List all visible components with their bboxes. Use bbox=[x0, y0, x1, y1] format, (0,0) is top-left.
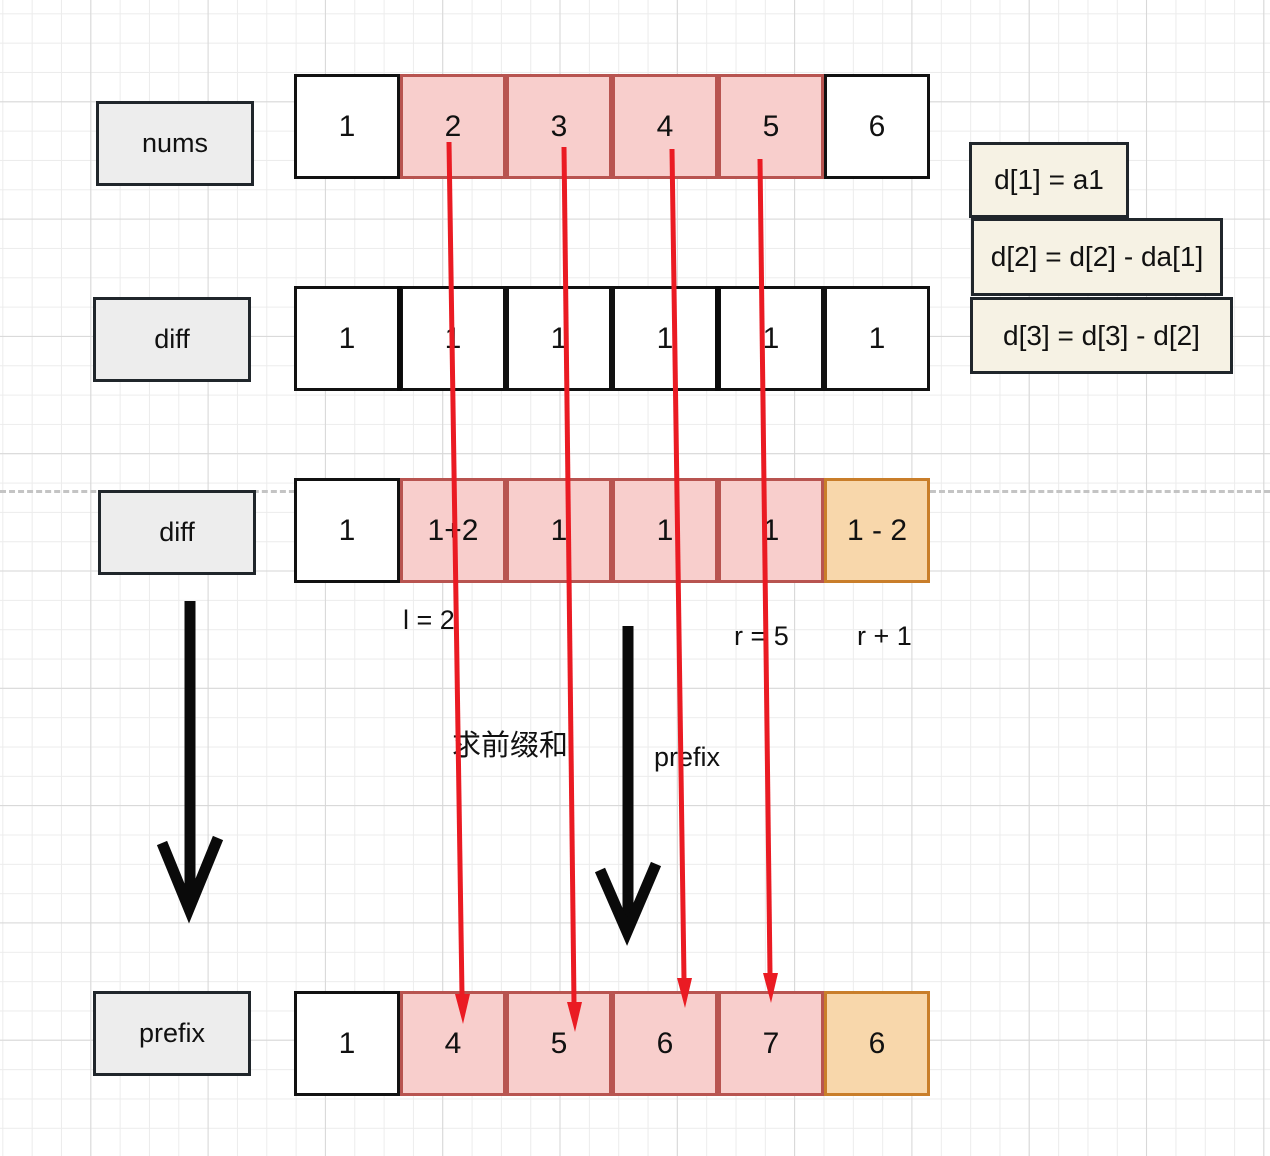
prefix-array: 1 4 5 6 7 6 bbox=[294, 991, 930, 1096]
range-boundary-tick-right bbox=[715, 286, 720, 391]
formula-note-3: d[3] = d[3] - d[2] bbox=[970, 297, 1233, 374]
diff-updated-cell-4: 1 bbox=[612, 478, 718, 583]
range-boundary-tick-left bbox=[397, 286, 402, 391]
prefix-annotation: prefix bbox=[654, 742, 721, 772]
nums-cell-6: 6 bbox=[824, 74, 930, 179]
diff-cell-3: 1 bbox=[506, 286, 612, 391]
l-annotation: l = 2 bbox=[403, 605, 455, 635]
prefix-cell-2: 4 bbox=[400, 991, 506, 1096]
diff-cell-5: 1 bbox=[718, 286, 824, 391]
prefix-sum-chinese-text: 求前缀和 bbox=[452, 730, 569, 762]
diff-cell-4: 1 bbox=[612, 286, 718, 391]
diff-array: 1 1 1 1 1 1 bbox=[294, 286, 930, 391]
prefix-cell-4: 6 bbox=[612, 991, 718, 1096]
black-arrowhead-middle-icon bbox=[594, 861, 662, 946]
r-annotation: r = 5 bbox=[734, 621, 789, 651]
diff-cell-6: 1 bbox=[824, 286, 930, 391]
diff-row-label: diff bbox=[93, 297, 251, 382]
r-plus-1-annotation: r + 1 bbox=[857, 621, 912, 651]
black-arrowhead-left-icon bbox=[156, 835, 224, 924]
diff-updated-array: 1 1+2 1 1 1 1 - 2 bbox=[294, 478, 930, 583]
nums-cell-2: 2 bbox=[400, 74, 506, 179]
diff-cell-2: 1 bbox=[400, 286, 506, 391]
nums-cell-5: 5 bbox=[718, 74, 824, 179]
nums-cell-1: 1 bbox=[294, 74, 400, 179]
nums-row-label: nums bbox=[96, 101, 254, 186]
diff-updated-cell-6: 1 - 2 bbox=[824, 478, 930, 583]
red-mapping-arrows bbox=[446, 141, 778, 1032]
formula-note-1: d[1] = a1 bbox=[969, 142, 1129, 218]
nums-array: 1 2 3 4 5 6 bbox=[294, 74, 930, 179]
diff-updated-cell-2: 1+2 bbox=[400, 478, 506, 583]
black-down-arrows bbox=[156, 601, 662, 946]
diff-updated-cell-3: 1 bbox=[506, 478, 612, 583]
diff-updated-cell-1: 1 bbox=[294, 478, 400, 583]
diff-updated-cell-5: 1 bbox=[718, 478, 824, 583]
nums-cell-4: 4 bbox=[612, 74, 718, 179]
formula-note-2: d[2] = d[2] - da[1] bbox=[971, 218, 1223, 296]
diff-updated-row-label: diff bbox=[98, 490, 256, 575]
prefix-cell-3: 5 bbox=[506, 991, 612, 1096]
prefix-cell-6: 6 bbox=[824, 991, 930, 1096]
prefix-row-label: prefix bbox=[93, 991, 251, 1076]
prefix-cell-5: 7 bbox=[718, 991, 824, 1096]
diff-cell-1: 1 bbox=[294, 286, 400, 391]
nums-cell-3: 3 bbox=[506, 74, 612, 179]
prefix-cell-1: 1 bbox=[294, 991, 400, 1096]
